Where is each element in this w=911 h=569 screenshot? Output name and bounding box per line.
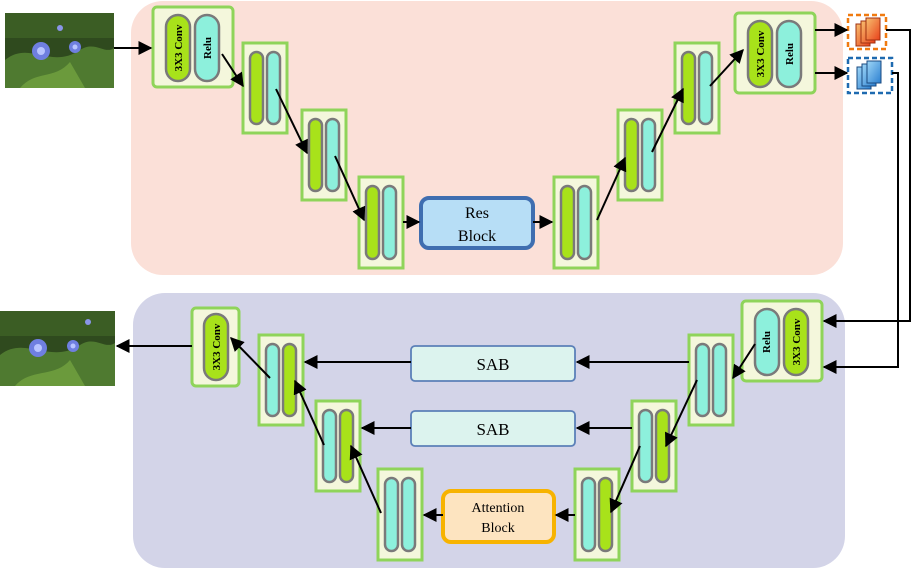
encoder-block-1 [241, 41, 289, 135]
blue-feature-map-icon [846, 56, 894, 95]
output-image [0, 311, 115, 386]
conv-label: 3X3 Conv [791, 318, 803, 365]
input-image [5, 13, 114, 88]
decoder-block-5 [314, 399, 362, 493]
conv-label: 3X3 Conv [755, 30, 767, 77]
decoder-input-relu-conv-block: Relu 3X3 Conv [740, 299, 824, 383]
decoder-block-6 [257, 333, 305, 427]
conv-label: 3X3 Conv [211, 323, 223, 370]
decoder-block-1 [687, 333, 735, 427]
encoder-output-conv-relu-block: 3X3 Conv Relu [733, 11, 817, 95]
conv-label: 3X3 Conv [173, 24, 185, 71]
res-block-label-2: Block [458, 228, 496, 245]
relu-label: Relu [784, 43, 796, 65]
encoder-block-3 [357, 175, 405, 270]
decoder-block-2 [630, 399, 678, 493]
res-block-label-1: Res [465, 205, 489, 222]
attention-block: Attention Block [441, 489, 556, 544]
relu-label: Relu [761, 331, 773, 353]
encoder-conv-relu-block: 3X3 Conv Relu [151, 5, 235, 89]
decoder-block-3 [573, 467, 621, 562]
decoder-output-conv-block: 3X3 Conv [190, 306, 241, 388]
sab-label-bottom: SAB [476, 420, 509, 439]
attention-block-label-1: Attention [472, 501, 525, 516]
sab-label-top: SAB [476, 355, 509, 374]
attention-block-label-2: Block [481, 521, 514, 536]
arrows [114, 23, 911, 522]
encoder-panel [131, 1, 843, 275]
encoder-block-5 [616, 108, 664, 202]
res-block: Res Block [419, 196, 535, 250]
encoder-block-2 [300, 108, 348, 202]
sab-block-bottom: SAB [410, 410, 576, 447]
sab-block-top: SAB [410, 345, 576, 382]
encoder-block-4 [552, 175, 600, 270]
relu-label: Relu [202, 37, 214, 59]
decoder-block-4 [376, 467, 424, 562]
orange-feature-map-icon [846, 13, 888, 51]
encoder-block-6 [673, 41, 721, 135]
